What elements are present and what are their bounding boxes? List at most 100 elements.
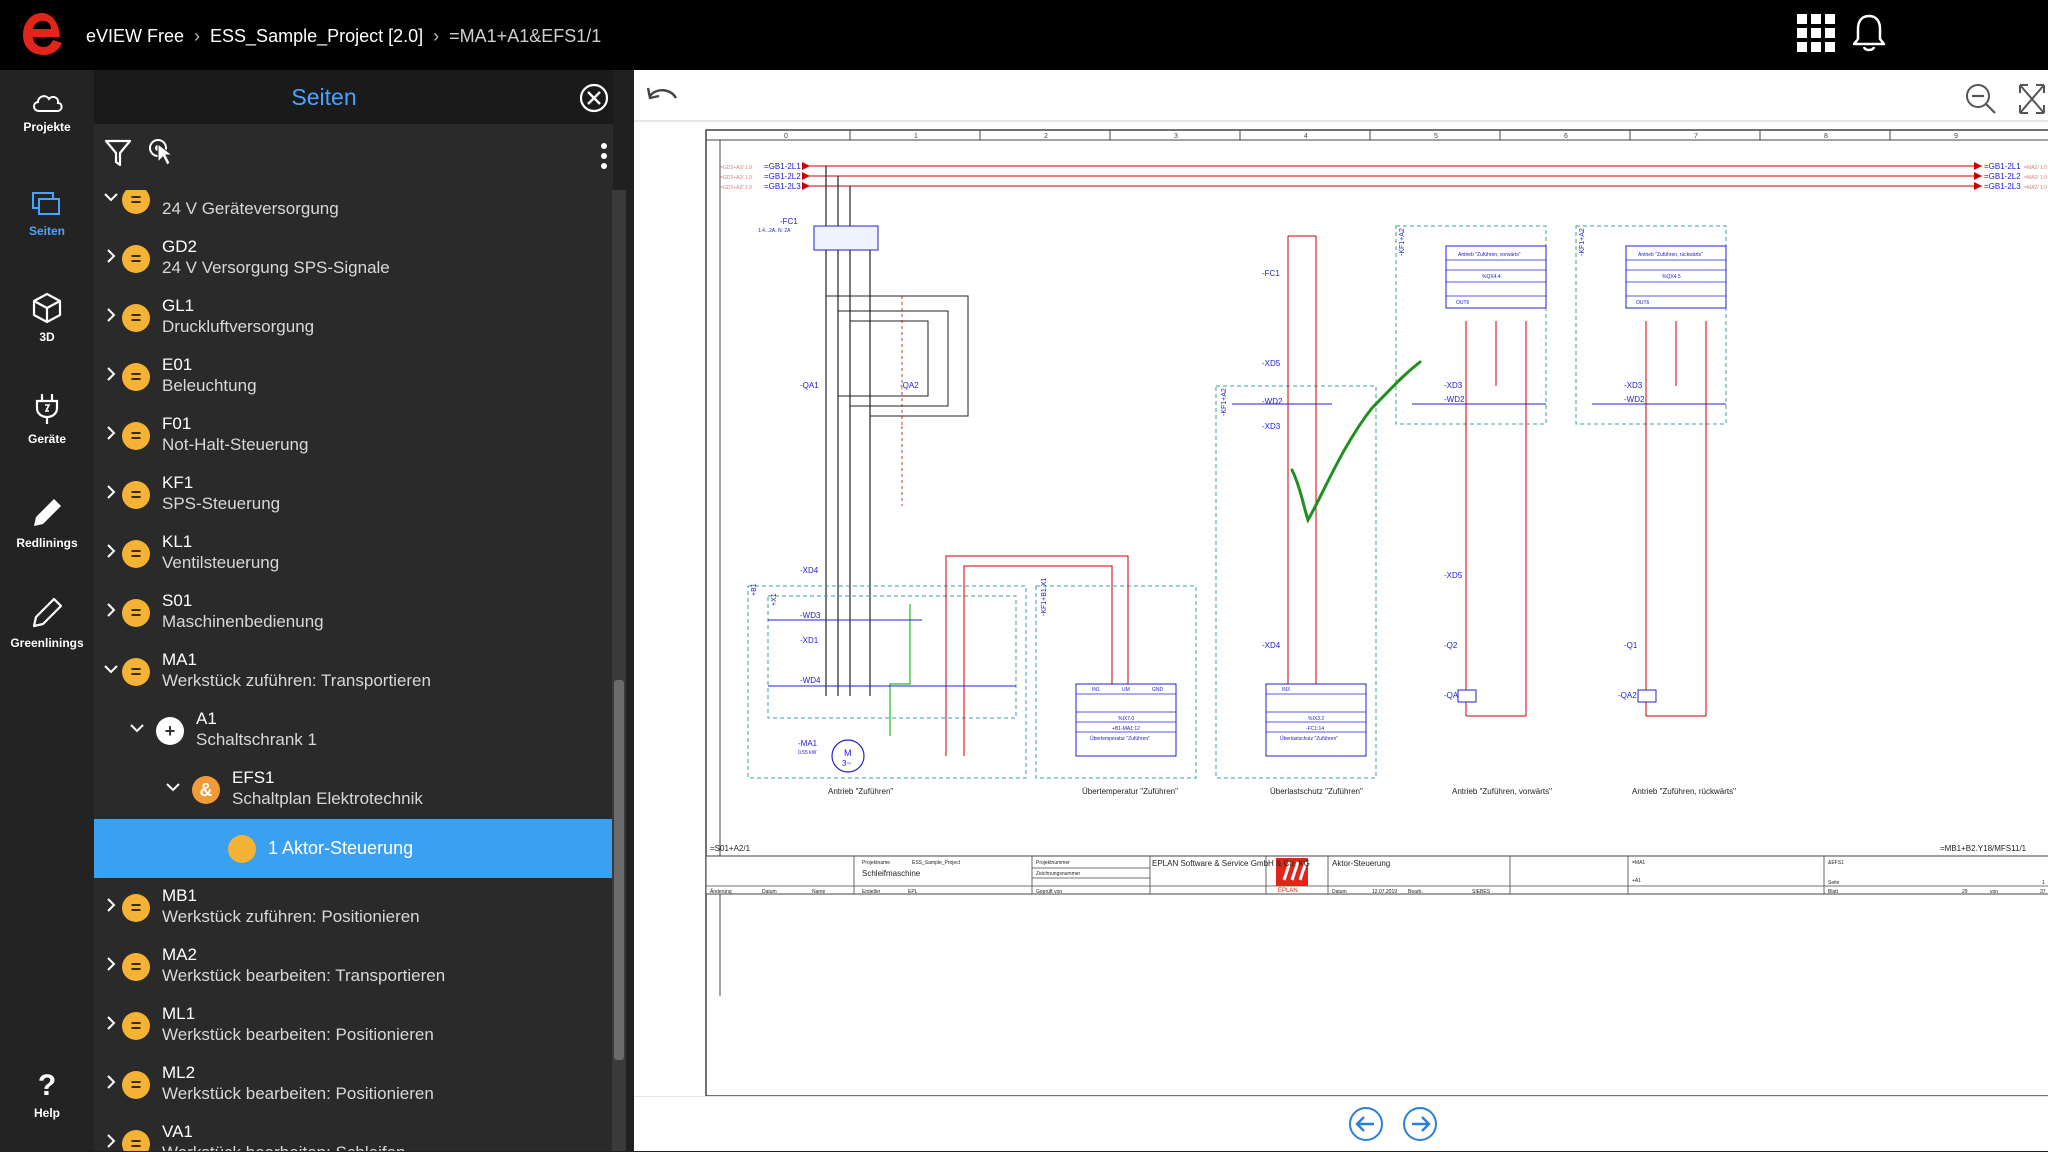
zoom-out-icon[interactable] [1964,82,1998,116]
page-navigation [634,1096,2048,1152]
greenlining-checkmark[interactable] [1290,360,1422,524]
breadcrumb-project[interactable]: ESS_Sample_Project [2.0] [210,25,424,46]
svg-text:=MA1: =MA1 [1632,860,1645,866]
svg-text:OUT6: OUT6 [1456,300,1470,306]
previous-page-icon[interactable] [1348,1106,1384,1142]
chevron-right-icon: › [194,25,201,46]
rail-item-redlinings[interactable]: Redlinings [0,496,94,550]
tree-item[interactable]: = GD2 24 V Versorgung SPS-Signale [94,229,613,288]
fit-screen-icon[interactable] [2017,82,2047,116]
breadcrumb-app[interactable]: eVIEW Free [86,25,185,46]
chevron-right-icon[interactable] [102,424,120,442]
undo-icon[interactable] [646,84,680,110]
svg-text:=S01+A2/1: =S01+A2/1 [710,844,751,853]
apps-grid-icon[interactable] [1797,14,1835,52]
locate-cursor-icon[interactable] [146,136,174,168]
column-label: 4 [1304,133,1308,140]
svg-text:-KF1+A2: -KF1+A2 [1221,388,1228,416]
rail-item-projekte[interactable]: Projekte [0,90,94,134]
schematic-sheet[interactable]: 0 1 2 3 4 5 6 7 8 9 =GB1-2L1 =GB1-2L2 =G… [672,126,2048,1096]
rail-item-greenlinings[interactable]: Greenlinings [0,596,94,650]
page-badge-icon [228,835,256,863]
group-badge-icon: = [122,953,150,981]
svg-text:-KF1+A2: -KF1+A2 [1399,228,1406,256]
svg-text:Übertemperatur "Zuführen": Übertemperatur "Zuführen" [1090,735,1150,742]
tree-item[interactable]: = KF1 SPS-Steuerung [94,465,613,524]
tree-item[interactable]: = 24 V Geräteversorgung [94,190,613,229]
schematic-viewer: 0 1 2 3 4 5 6 7 8 9 =GB1-2L1 =GB1-2L2 =G… [634,70,2048,1151]
tree-item[interactable]: = VA1 Werkstück bearbeiten: Schleifen [94,1114,613,1151]
svg-text:-WD2: -WD2 [1262,397,1283,406]
svg-text:1: 1 [2042,880,2045,886]
more-vertical-icon[interactable] [600,142,608,170]
chevron-right-icon[interactable] [102,1132,120,1150]
tree-item[interactable]: = F01 Not-Halt-Steuerung [94,406,613,465]
svg-text:Name: Name [812,889,826,895]
group-badge-icon: = [122,599,150,627]
svg-text:-QA2: -QA2 [1618,691,1637,700]
chevron-right-icon[interactable] [102,365,120,383]
chevron-right-icon[interactable] [102,1073,120,1091]
next-page-icon[interactable] [1402,1106,1438,1142]
tree-item-selected[interactable]: 1 Aktor-Steuerung [94,819,613,878]
tree-scrollbar-thumb[interactable] [614,680,624,1060]
svg-text:-XD4: -XD4 [800,566,819,575]
svg-text:IN1: IN1 [1092,687,1100,693]
svg-text:-XD4: -XD4 [1262,641,1281,650]
svg-text:=MA2/ 1.0: =MA2/ 1.0 [2024,175,2047,181]
tree-item[interactable]: = ML1 Werkstück bearbeiten: Positioniere… [94,996,613,1055]
svg-text:Änderung: Änderung [710,888,732,895]
svg-text:-FC1: -FC1 [780,217,798,226]
chevron-right-icon[interactable] [102,247,120,265]
tree-item[interactable]: = KL1 Ventilsteuerung [94,524,613,583]
chevron-right-icon[interactable] [102,1014,120,1032]
filter-icon[interactable] [104,138,132,168]
tree-item[interactable]: = MA1 Werkstück zuführen: Transportieren [94,642,613,701]
eplan-logo-icon[interactable] [20,9,70,59]
svg-text:ESS_Sample_Project: ESS_Sample_Project [912,860,961,866]
tree-item[interactable]: = S01 Maschinenbedienung [94,583,613,642]
pages-panel: Seiten = 24 V Geräteversorgung = GD2 24 … [94,70,613,1151]
rail-item-seiten[interactable]: Seiten [0,190,94,238]
svg-text:1.4...2A, N: 2A: 1.4...2A, N: 2A [758,228,791,234]
plug-icon [35,394,59,424]
group-badge-icon: = [122,658,150,686]
rail-item-help[interactable]: ? Help [0,1068,94,1120]
chevron-down-icon[interactable] [164,778,182,796]
tree-item[interactable]: = E01 Beleuchtung [94,347,613,406]
tree-item[interactable]: + A1 Schaltschrank 1 [94,701,613,760]
chevron-right-icon[interactable] [102,601,120,619]
svg-text:+B1-MA1:12: +B1-MA1:12 [1112,726,1140,732]
chevron-down-icon[interactable] [128,719,146,737]
cloud-icon [33,95,63,112]
bell-icon[interactable] [1850,12,1888,54]
chevron-down-icon[interactable] [102,190,120,206]
svg-text:%QX4.4: %QX4.4 [1482,274,1501,280]
svg-text:-QA1: -QA1 [800,381,819,390]
rail-item-3d[interactable]: 3D [0,292,94,344]
chevron-right-icon[interactable] [102,896,120,914]
svg-text:Antrieb "Zuführen, rückwärts": Antrieb "Zuführen, rückwärts" [1638,252,1703,258]
svg-text:Antrieb "Zuführen": Antrieb "Zuführen" [828,787,893,796]
tree-item[interactable]: = MB1 Werkstück zuführen: Positionieren [94,878,613,937]
crossref-label: =GB1-2L1 [764,162,801,171]
rail-item-geraete[interactable]: Geräte [0,392,94,446]
chevron-right-icon[interactable] [102,542,120,560]
svg-text:-XD3: -XD3 [1444,381,1463,390]
close-icon[interactable] [578,82,610,114]
tree-item[interactable]: = MA2 Werkstück bearbeiten: Transportier… [94,937,613,996]
panel-header: Seiten [94,70,613,124]
tree-item[interactable]: = GL1 Druckluftversorgung [94,288,613,347]
tree-item[interactable]: = ML2 Werkstück bearbeiten: Positioniere… [94,1055,613,1114]
chevron-right-icon[interactable] [102,955,120,973]
svg-text:+B1: +B1 [751,583,758,596]
toolbar-divider [634,120,2048,122]
svg-text:Überlastschutz "Zuführen": Überlastschutz "Zuführen" [1270,787,1363,796]
chevron-down-icon[interactable] [102,660,120,678]
svg-text:Projektnummer: Projektnummer [1036,860,1070,866]
tree-item[interactable]: & EFS1 Schaltplan Elektrotechnik [94,760,613,819]
column-label: 9 [1954,133,1958,140]
group-badge-icon: = [122,1130,150,1151]
chevron-right-icon[interactable] [102,306,120,324]
chevron-right-icon[interactable] [102,483,120,501]
